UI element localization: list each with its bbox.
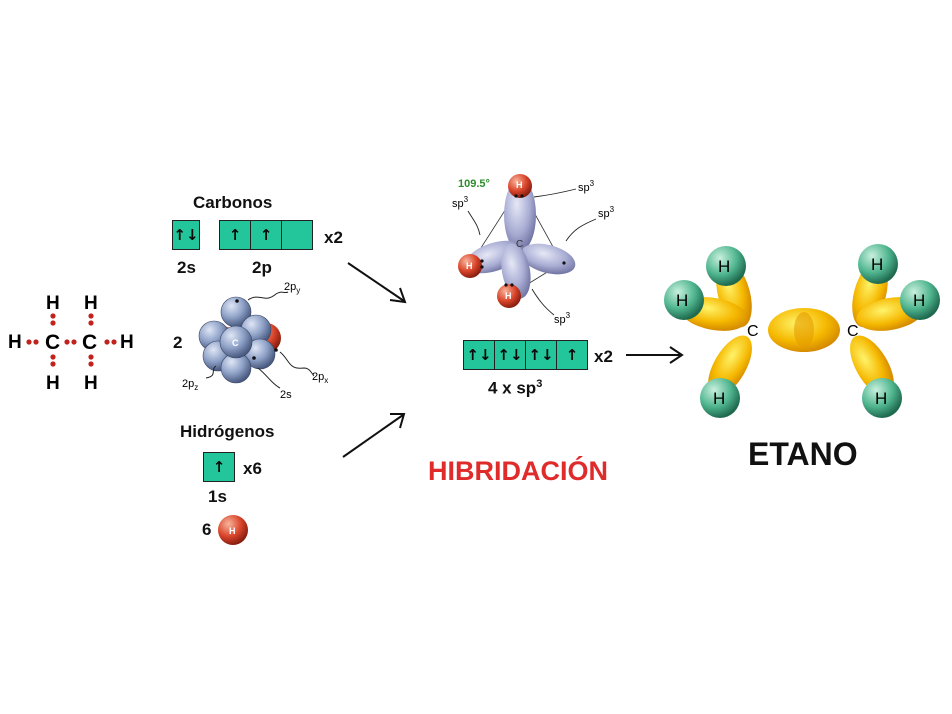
sp3-h-bottom: H — [505, 291, 512, 301]
ethane-h-5: H — [913, 291, 925, 310]
sp3-multiplier: x2 — [594, 347, 613, 366]
ethane-orbital-model: H H H H H H C C — [664, 244, 940, 418]
lewis-h-right: H — [120, 332, 134, 353]
carbon-heading: Carbonos — [193, 193, 273, 212]
label-2py: 2py — [284, 281, 300, 295]
arrow-carbon-to-hybrid — [347, 262, 407, 304]
orbital-box — [282, 221, 312, 249]
orbital-box: ↑↓ — [464, 341, 495, 369]
orbital-box: ↑↓ — [526, 341, 557, 369]
orbital-box: ↑↓ — [495, 341, 526, 369]
orbital-box: ↑ — [557, 341, 587, 369]
carbon-2p-label: 2p — [252, 258, 272, 277]
arrow-hybrid-to-ethane — [626, 346, 684, 364]
hybridization-title: HIBRIDACIÓN — [428, 456, 608, 486]
ethane-h-6: H — [875, 389, 887, 408]
ethane-h-4: H — [871, 255, 883, 274]
hydrogen-heading: Hidrógenos — [180, 422, 275, 441]
sp3-label-top-right: sp3 — [578, 179, 595, 194]
sp3-tetrahedral-model: C H H H 109.5° sp3 sp3 sp3 sp3 — [452, 174, 615, 326]
lewis-h-top-right: H — [84, 293, 98, 314]
sp3-label-bottom: sp3 — [554, 311, 571, 326]
ethane-c-right: C — [847, 323, 859, 340]
sp3-center-label: C — [516, 239, 523, 250]
ethane-h-2: H — [676, 291, 688, 310]
orbital-box: ↑ — [220, 221, 251, 249]
orbital-box: ↑ — [251, 221, 282, 249]
sp3-label-right: sp3 — [598, 205, 615, 220]
sp3-h-top: H — [516, 180, 523, 190]
lewis-h-left: H — [8, 332, 22, 353]
carbon-2p-boxes: ↑ ↑ — [219, 220, 313, 250]
hydrogen-1s-label: 1s — [208, 487, 227, 506]
sp3-label-top-left: sp3 — [452, 195, 469, 210]
hydrogen-multiplier: x6 — [243, 459, 262, 478]
lewis-c-left: C — [45, 331, 60, 354]
lewis-structure: H H H C C H H H — [8, 293, 134, 394]
hydrogen-1s-box: ↑ — [203, 452, 235, 482]
carbon-2s-box: ↑↓ — [172, 220, 200, 250]
carbon-center-label: C — [232, 338, 239, 348]
hydrogen-atom-count: 6 — [202, 520, 212, 539]
orbital-box: ↑↓ — [173, 221, 199, 249]
carbon-multiplier: x2 — [324, 228, 343, 247]
lewis-h-top-left: H — [46, 293, 60, 314]
label-2px: 2px — [312, 371, 328, 385]
carbon-orbital-model: C 2py 2px 2pz 2s — [182, 281, 328, 401]
sp3-h-left: H — [466, 261, 473, 271]
label-2s: 2s — [280, 389, 292, 401]
bond-angle: 109.5° — [458, 178, 490, 190]
arrow-hydrogen-to-hybrid — [342, 413, 406, 458]
carbon-atom-count: 2 — [173, 333, 183, 352]
lewis-h-bottom-left: H — [46, 373, 60, 394]
ethane-h-1: H — [718, 257, 730, 276]
ethane-c-left: C — [747, 323, 759, 340]
hydrogen-atom-icon: H — [218, 515, 248, 545]
label-2pz: 2pz — [182, 378, 198, 392]
lewis-h-bottom-right: H — [84, 373, 98, 394]
lewis-c-right: C — [82, 331, 97, 354]
ethane-h-3: H — [713, 389, 725, 408]
ethane-title: ETANO — [748, 436, 858, 472]
orbital-box: ↑ — [204, 453, 234, 481]
sp3-boxes: ↑↓ ↑↓ ↑↓ ↑ — [463, 340, 588, 370]
hydrogen-atom-symbol: H — [229, 526, 236, 536]
sp3-label: 4 x sp3 — [488, 378, 543, 398]
carbon-2s-label: 2s — [177, 258, 196, 277]
